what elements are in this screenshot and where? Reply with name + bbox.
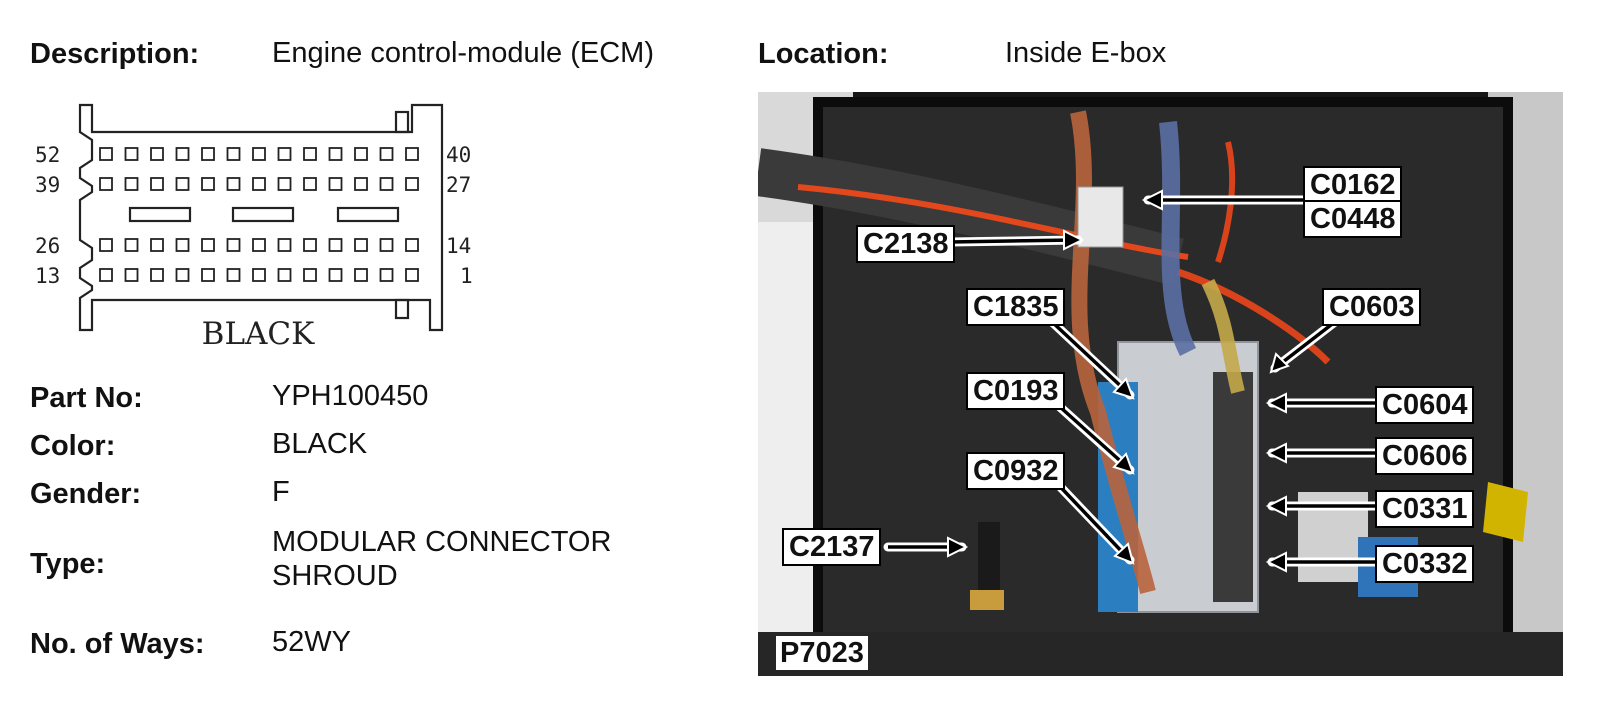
pin-cavity (277, 268, 292, 282)
no-of-ways-value: 52WY (272, 626, 351, 658)
pin-label-39: 39 (35, 173, 60, 197)
callout-c0448: C0448 (1303, 200, 1403, 238)
part-no-label: Part No: (30, 382, 143, 414)
pin-cavity (303, 268, 317, 282)
pin-cavity (99, 268, 113, 282)
pin-cavity (150, 147, 164, 161)
pin-cavity (252, 238, 266, 252)
keying-tab-top (394, 110, 410, 134)
callout-c0932: C0932 (966, 452, 1066, 490)
connector-face-diagram: 52 40 39 27 26 14 13 1 BLACK (35, 103, 473, 352)
pin-label-14: 14 (446, 234, 471, 258)
pin-cavity (303, 238, 317, 252)
keying-tab-bottom (394, 298, 410, 320)
pin-cavity (277, 147, 292, 161)
pin-cavity (150, 268, 164, 282)
no-of-ways-label: No. of Ways: (30, 628, 205, 660)
callout-c0331: C0331 (1375, 490, 1475, 528)
pin-cavity (405, 268, 419, 282)
pin-cavity (379, 238, 394, 252)
gender-label: Gender: (30, 478, 142, 510)
pin-cavity (405, 177, 419, 191)
type-value-line1: MODULAR CONNECTOR (272, 526, 612, 558)
callout-c0332: C0332 (1375, 545, 1475, 583)
pin-label-13: 13 (35, 264, 60, 288)
pin-cavity (277, 177, 292, 191)
pin-cavity (405, 238, 419, 252)
pin-cavity (328, 268, 343, 282)
callout-c2137: C2137 (782, 528, 882, 566)
pin-cavity (175, 268, 190, 282)
pin-label-52: 52 (35, 143, 60, 167)
location-label: Location: (758, 38, 889, 70)
gender-value: F (272, 476, 290, 508)
callout-c0603: C0603 (1322, 288, 1422, 326)
pin-cavity (175, 238, 190, 252)
pin-cavity (328, 147, 343, 161)
pin-cavity (201, 268, 215, 282)
pin-cavity (354, 147, 368, 161)
pin-cavity (226, 238, 241, 252)
centre-slot-middle (231, 206, 295, 223)
pin-cavity (124, 147, 139, 161)
pin-cavities (99, 147, 419, 282)
pin-cavity (252, 268, 266, 282)
type-label: Type: (30, 548, 106, 580)
pin-cavity (201, 147, 215, 161)
pin-cavity (124, 268, 139, 282)
pin-cavity (354, 238, 368, 252)
pin-cavity (201, 177, 215, 191)
pin-label-40: 40 (446, 143, 471, 167)
pin-label-26: 26 (35, 234, 60, 258)
pin-cavity (99, 147, 113, 161)
pin-cavity (99, 238, 113, 252)
pin-cavity (252, 147, 266, 161)
color-label: Color: (30, 430, 116, 462)
pin-cavity (277, 238, 292, 252)
centre-slot-right (336, 206, 400, 223)
connector-color-text: BLACK (202, 316, 315, 352)
callout-c2138: C2138 (856, 225, 956, 263)
pin-cavity (226, 177, 241, 191)
type-value-line2: SHROUD (272, 560, 398, 592)
pin-cavity (354, 268, 368, 282)
callout-c0604: C0604 (1375, 386, 1475, 424)
callout-c0162: C0162 (1303, 166, 1403, 204)
callout-c0606: C0606 (1375, 437, 1475, 475)
pin-cavity (379, 147, 394, 161)
location-value: Inside E-box (1005, 37, 1167, 69)
pin-cavity (226, 268, 241, 282)
pin-cavity (150, 177, 164, 191)
color-value: BLACK (272, 428, 368, 460)
pin-cavity (328, 238, 343, 252)
pin-label-1: 1 (460, 264, 473, 288)
pin-cavity (99, 177, 113, 191)
pin-cavity (379, 177, 394, 191)
figure-id: P7023 (776, 636, 868, 670)
pin-label-27: 27 (446, 173, 471, 197)
pin-cavity (354, 177, 368, 191)
part-no-value: YPH100450 (272, 380, 429, 412)
pin-cavity (150, 238, 164, 252)
connector-outline (78, 103, 444, 332)
pin-cavity (175, 177, 190, 191)
centre-slot-left (128, 206, 192, 223)
description-value: Engine control-module (ECM) (272, 37, 654, 69)
pin-cavity (124, 238, 139, 252)
pin-cavity (252, 177, 266, 191)
photo-illustration (758, 92, 1563, 676)
pin-cavity (328, 177, 343, 191)
callout-c1835: C1835 (966, 288, 1066, 326)
pin-cavity (405, 147, 419, 161)
description-label: Description: (30, 38, 200, 70)
pin-cavity (303, 147, 317, 161)
pin-cavity (201, 238, 215, 252)
pin-cavity (175, 147, 190, 161)
ecm-location-photo (758, 92, 1563, 676)
pin-cavity (124, 177, 139, 191)
pin-cavity (379, 268, 394, 282)
callout-c0193: C0193 (966, 372, 1066, 410)
pin-cavity (303, 177, 317, 191)
pin-cavity (226, 147, 241, 161)
